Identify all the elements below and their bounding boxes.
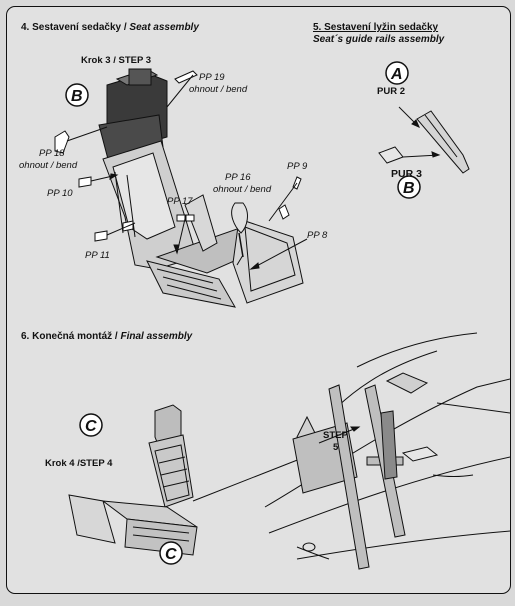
section-4-title: 4. Sestavení sedačky / Seat assembly [21,22,199,33]
pur2-label: PUR 2 [377,86,405,97]
svg-text:C: C [165,546,177,563]
pp10-label: PP 10 [47,188,73,199]
pp16-label: PP 16 [225,172,251,183]
pp9-label: PP 9 [287,161,308,172]
pp19-note: ohnout / bend [189,84,248,95]
pp16-note: ohnout / bend [213,184,272,195]
step5-label: STEP [323,430,348,441]
pp11-label: PP 11 [85,250,110,261]
pp17-label: PP 17 [167,196,193,207]
svg-text:A: A [390,66,403,83]
pp18-label: PP 18 [39,148,65,159]
step5-number: 5 [333,442,339,453]
pur3-label: PUR 3 [391,168,422,180]
section-5-title: 5. Sestavení lyžin sedačky [313,22,439,33]
pp8-label: PP 8 [307,230,328,241]
fuselage-drawing [264,332,510,570]
badge-c-icon: C [79,413,103,437]
badge-b-icon: B [65,83,89,107]
leader-lines-step3 [66,74,308,270]
step4-label: Krok 4 /STEP 4 [45,458,113,469]
instruction-sheet: A B B C C 4. Sestavení sedačky / Seat as… [6,6,511,594]
seat-drawing-step4 [68,404,306,556]
section-6-title: 6. Konečná montáž / Final assembly [21,331,193,342]
seat-drawing-step3 [54,68,304,308]
svg-text:B: B [71,88,83,105]
badge-b-icon: B [397,175,421,199]
section-5-subtitle: Seat´s guide rails assembly [313,34,445,45]
guide-rails-drawing [378,106,470,174]
svg-text:C: C [85,418,97,435]
assembly-drawing: A B B C C [54,61,510,570]
badge-a-icon: A [385,61,409,85]
step3-label: Krok 3 / STEP 3 [81,55,152,66]
pp19-label: PP 19 [199,72,225,83]
svg-text:B: B [403,180,415,197]
pp18-note: ohnout / bend [19,160,78,171]
badge-c-icon: C [159,541,183,565]
